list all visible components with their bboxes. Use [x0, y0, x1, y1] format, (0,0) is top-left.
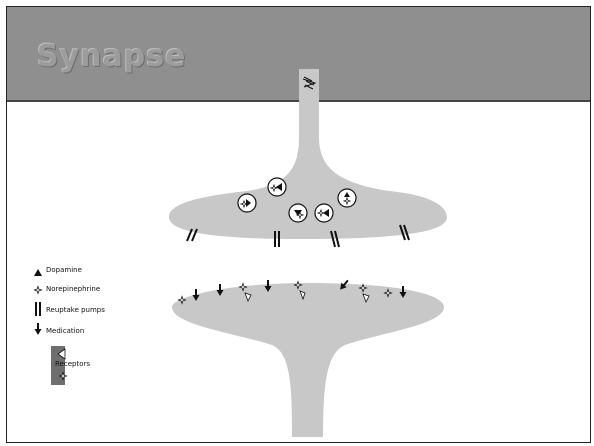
receptor-with-norepinephrine	[294, 281, 306, 301]
legend-reuptake-pumps: Reuptake pumps	[46, 306, 105, 314]
reuptake-pump	[330, 230, 340, 248]
slide-title: Synapse	[37, 39, 187, 74]
reuptake-pump	[274, 231, 280, 247]
legend-norepinephrine: Norepinephrine	[46, 285, 101, 293]
title-banner: Synapse	[7, 7, 590, 102]
vesicle	[288, 203, 308, 223]
slide: Synapse	[6, 6, 591, 443]
legend-dopamine: Dopamine	[46, 266, 82, 274]
legend-medication: Medication	[46, 327, 85, 335]
vesicle	[267, 177, 287, 197]
vesicle	[314, 203, 334, 223]
reuptake-pump-legend-icon	[35, 302, 41, 316]
receptor-with-norepinephrine	[359, 284, 370, 303]
reuptake-pump	[186, 228, 198, 242]
postsynaptic-neuron	[172, 283, 444, 437]
reuptake-pump	[399, 224, 410, 241]
vesicle	[237, 193, 257, 213]
receptor-with-norepinephrine	[239, 283, 252, 302]
legend-receptors: Receptors	[55, 360, 91, 368]
synapse-diagram	[33, 69, 447, 437]
medication-legend-icon	[33, 322, 43, 336]
norepinephrine-legend-icon	[34, 286, 42, 294]
vesicle	[337, 188, 357, 208]
presynaptic-neuron	[169, 69, 447, 239]
dopamine-legend-icon	[34, 269, 42, 276]
receptor-legend-triangle-icon	[57, 348, 66, 360]
signal-icon	[302, 76, 317, 90]
